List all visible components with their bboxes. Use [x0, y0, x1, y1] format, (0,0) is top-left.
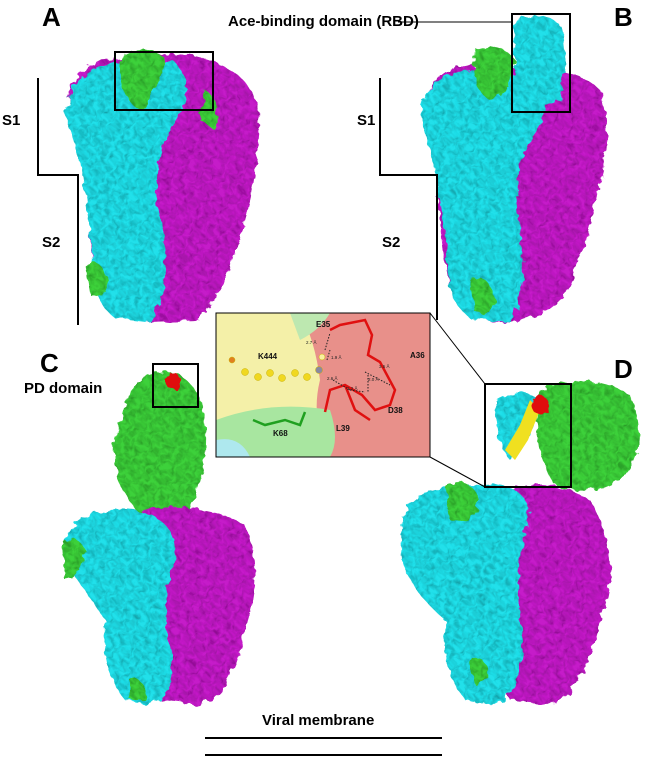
s1-s2-bracket-a [37, 78, 79, 325]
residue-e35: E35 [316, 320, 331, 329]
distance-label: 2.0 Å [368, 376, 379, 382]
box-d [484, 383, 572, 488]
pd-domain-red [165, 373, 181, 389]
pd-box-c [152, 363, 199, 408]
distance-label: 2.2 Å [347, 385, 358, 391]
panel-label-b: B [614, 2, 633, 32]
residue-a36: A36 [410, 351, 425, 360]
interaction-inset: E35 K444 A36 D38 L39 K68 2.7 Å 1.9 Å 3.5… [215, 312, 431, 458]
protein-c [62, 372, 255, 705]
s2-label-a: S2 [42, 234, 61, 251]
residue-d38: D38 [388, 406, 403, 415]
inset-connector-top [429, 312, 486, 385]
pd-domain-label: PD domain [24, 380, 103, 397]
membrane-label: Viral membrane [262, 712, 375, 729]
rbd-label: Ace-binding domain (RBD) [228, 13, 419, 30]
inset-connector-bottom [429, 456, 486, 488]
protein-b [420, 16, 608, 322]
residue-k444: K444 [258, 352, 278, 361]
s1-s2-bracket-b [379, 78, 438, 320]
rbd-box-a [114, 51, 214, 111]
protein-a [65, 49, 260, 322]
red-patch-d [531, 396, 549, 414]
yellow-residue-d [505, 400, 540, 460]
distance-label: 2.7 Å [306, 339, 317, 345]
residue-l39: L39 [336, 424, 350, 433]
panel-label-a: A [42, 2, 61, 32]
distance-label: 1.9 Å [331, 354, 342, 360]
s2-label-b: S2 [382, 234, 401, 251]
s1-label-a: S1 [2, 112, 21, 129]
s1-label-b: S1 [357, 112, 376, 129]
panel-label-c: C [40, 348, 59, 378]
distance-label: 3.5 Å [379, 363, 390, 369]
distance-label: 2.6 Å [327, 375, 338, 381]
rbd-box-b [511, 13, 571, 113]
residue-k68: K68 [273, 429, 288, 438]
protein-d [400, 381, 639, 705]
panel-label-d: D [614, 354, 633, 384]
